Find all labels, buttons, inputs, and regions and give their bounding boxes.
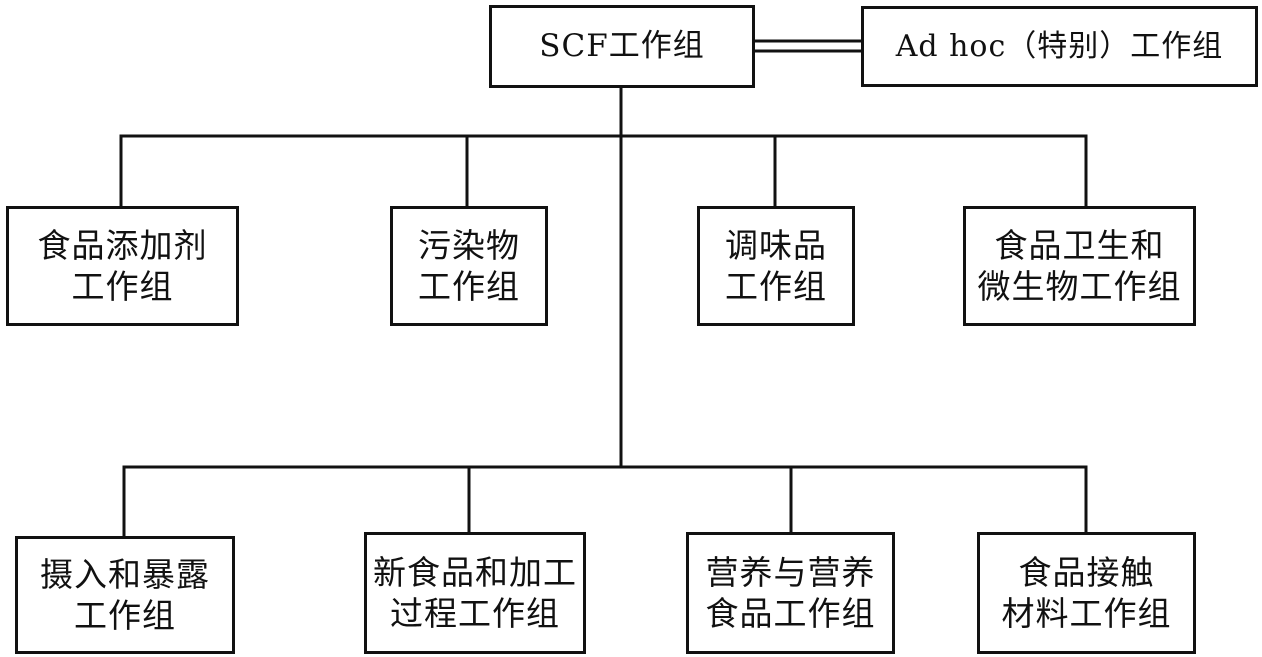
node-label-line2: 工作组: [725, 267, 827, 306]
adhoc-node: Ad hoc（特别）工作组: [861, 6, 1258, 87]
node-label-line1: 食品接触: [1018, 552, 1155, 592]
node-label-line2: 食品工作组: [705, 594, 876, 633]
food-hygiene-node: 食品卫生和 微生物工作组: [963, 206, 1196, 326]
node-label-line2: 工作组: [418, 267, 520, 306]
node-label-line1: 食品卫生和: [994, 225, 1165, 265]
adhoc-node-label: Ad hoc（特别）工作组: [895, 28, 1224, 64]
contaminants-node: 污染物 工作组: [390, 206, 548, 326]
node-label-line2: 微生物工作组: [977, 267, 1182, 306]
root-node: SCF工作组: [489, 5, 755, 88]
node-label-line1: 食品添加剂: [37, 225, 208, 265]
novel-food-node: 新食品和加工 过程工作组: [364, 532, 586, 654]
flavourings-node: 调味品 工作组: [697, 206, 855, 326]
node-label-line2: 过程工作组: [390, 594, 560, 633]
node-label-line1: 污染物: [418, 225, 520, 265]
node-label-line2: 工作组: [71, 267, 174, 306]
intake-exposure-node: 摄入和暴露 工作组: [15, 536, 235, 654]
node-label-line2: 材料工作组: [1001, 594, 1172, 633]
root-node-label: SCF工作组: [539, 28, 705, 65]
node-label-line1: 调味品: [725, 225, 827, 265]
node-label-line1: 新食品和加工: [373, 552, 577, 592]
food-additives-node: 食品添加剂 工作组: [6, 206, 239, 326]
node-label-line1: 摄入和暴露: [40, 554, 210, 594]
node-label-line1: 营养与营养: [705, 552, 876, 592]
nutrition-node: 营养与营养 食品工作组: [686, 532, 895, 654]
food-contact-materials-node: 食品接触 材料工作组: [977, 532, 1196, 654]
node-label-line2: 工作组: [74, 596, 176, 635]
